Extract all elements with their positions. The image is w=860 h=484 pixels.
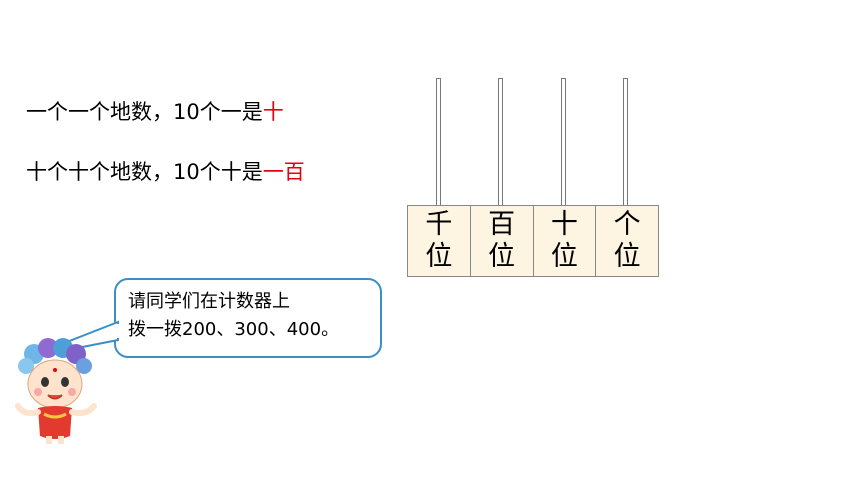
- speech-bubble: 请同学们在计数器上 拨一拨200、300、400。: [26, 278, 382, 359]
- place-label-top: 个: [613, 209, 641, 240]
- cartoon-child-mascot-icon: [15, 338, 97, 444]
- place-label-bottom: 位: [488, 241, 516, 272]
- statement-tens-answer: 一百: [262, 160, 305, 184]
- place-hundreds: 百 位: [471, 206, 534, 276]
- place-label-top: 十: [550, 209, 578, 240]
- counter-base: 千 位 百 位 十 位 个 位: [407, 205, 659, 277]
- rod-ones[interactable]: [623, 78, 628, 206]
- place-label-bottom: 位: [613, 241, 641, 272]
- bubble-line-2: 拨一拨200、300、400。: [128, 319, 340, 340]
- bubble-line-1: 请同学们在计数器上: [128, 291, 290, 312]
- rod-thousands[interactable]: [436, 78, 441, 206]
- rod-tens[interactable]: [561, 78, 566, 206]
- place-ones: 个 位: [596, 206, 658, 276]
- place-tens: 十 位: [534, 206, 597, 276]
- place-label-top: 百: [488, 209, 516, 240]
- statement-ones-answer: 十: [262, 100, 284, 124]
- place-label-top: 千: [425, 209, 453, 240]
- statement-tens-text: 十个十个地数，10个十是: [26, 160, 263, 184]
- place-thousands: 千 位: [408, 206, 471, 276]
- statement-ones: 一个一个地数，10个一是十: [26, 96, 284, 126]
- place-label-bottom: 位: [550, 241, 578, 272]
- statement-tens: 十个十个地数，10个十是一百: [26, 156, 305, 186]
- place-label-bottom: 位: [425, 241, 453, 272]
- statement-ones-text: 一个一个地数，10个一是: [26, 100, 263, 124]
- rod-hundreds[interactable]: [498, 78, 503, 206]
